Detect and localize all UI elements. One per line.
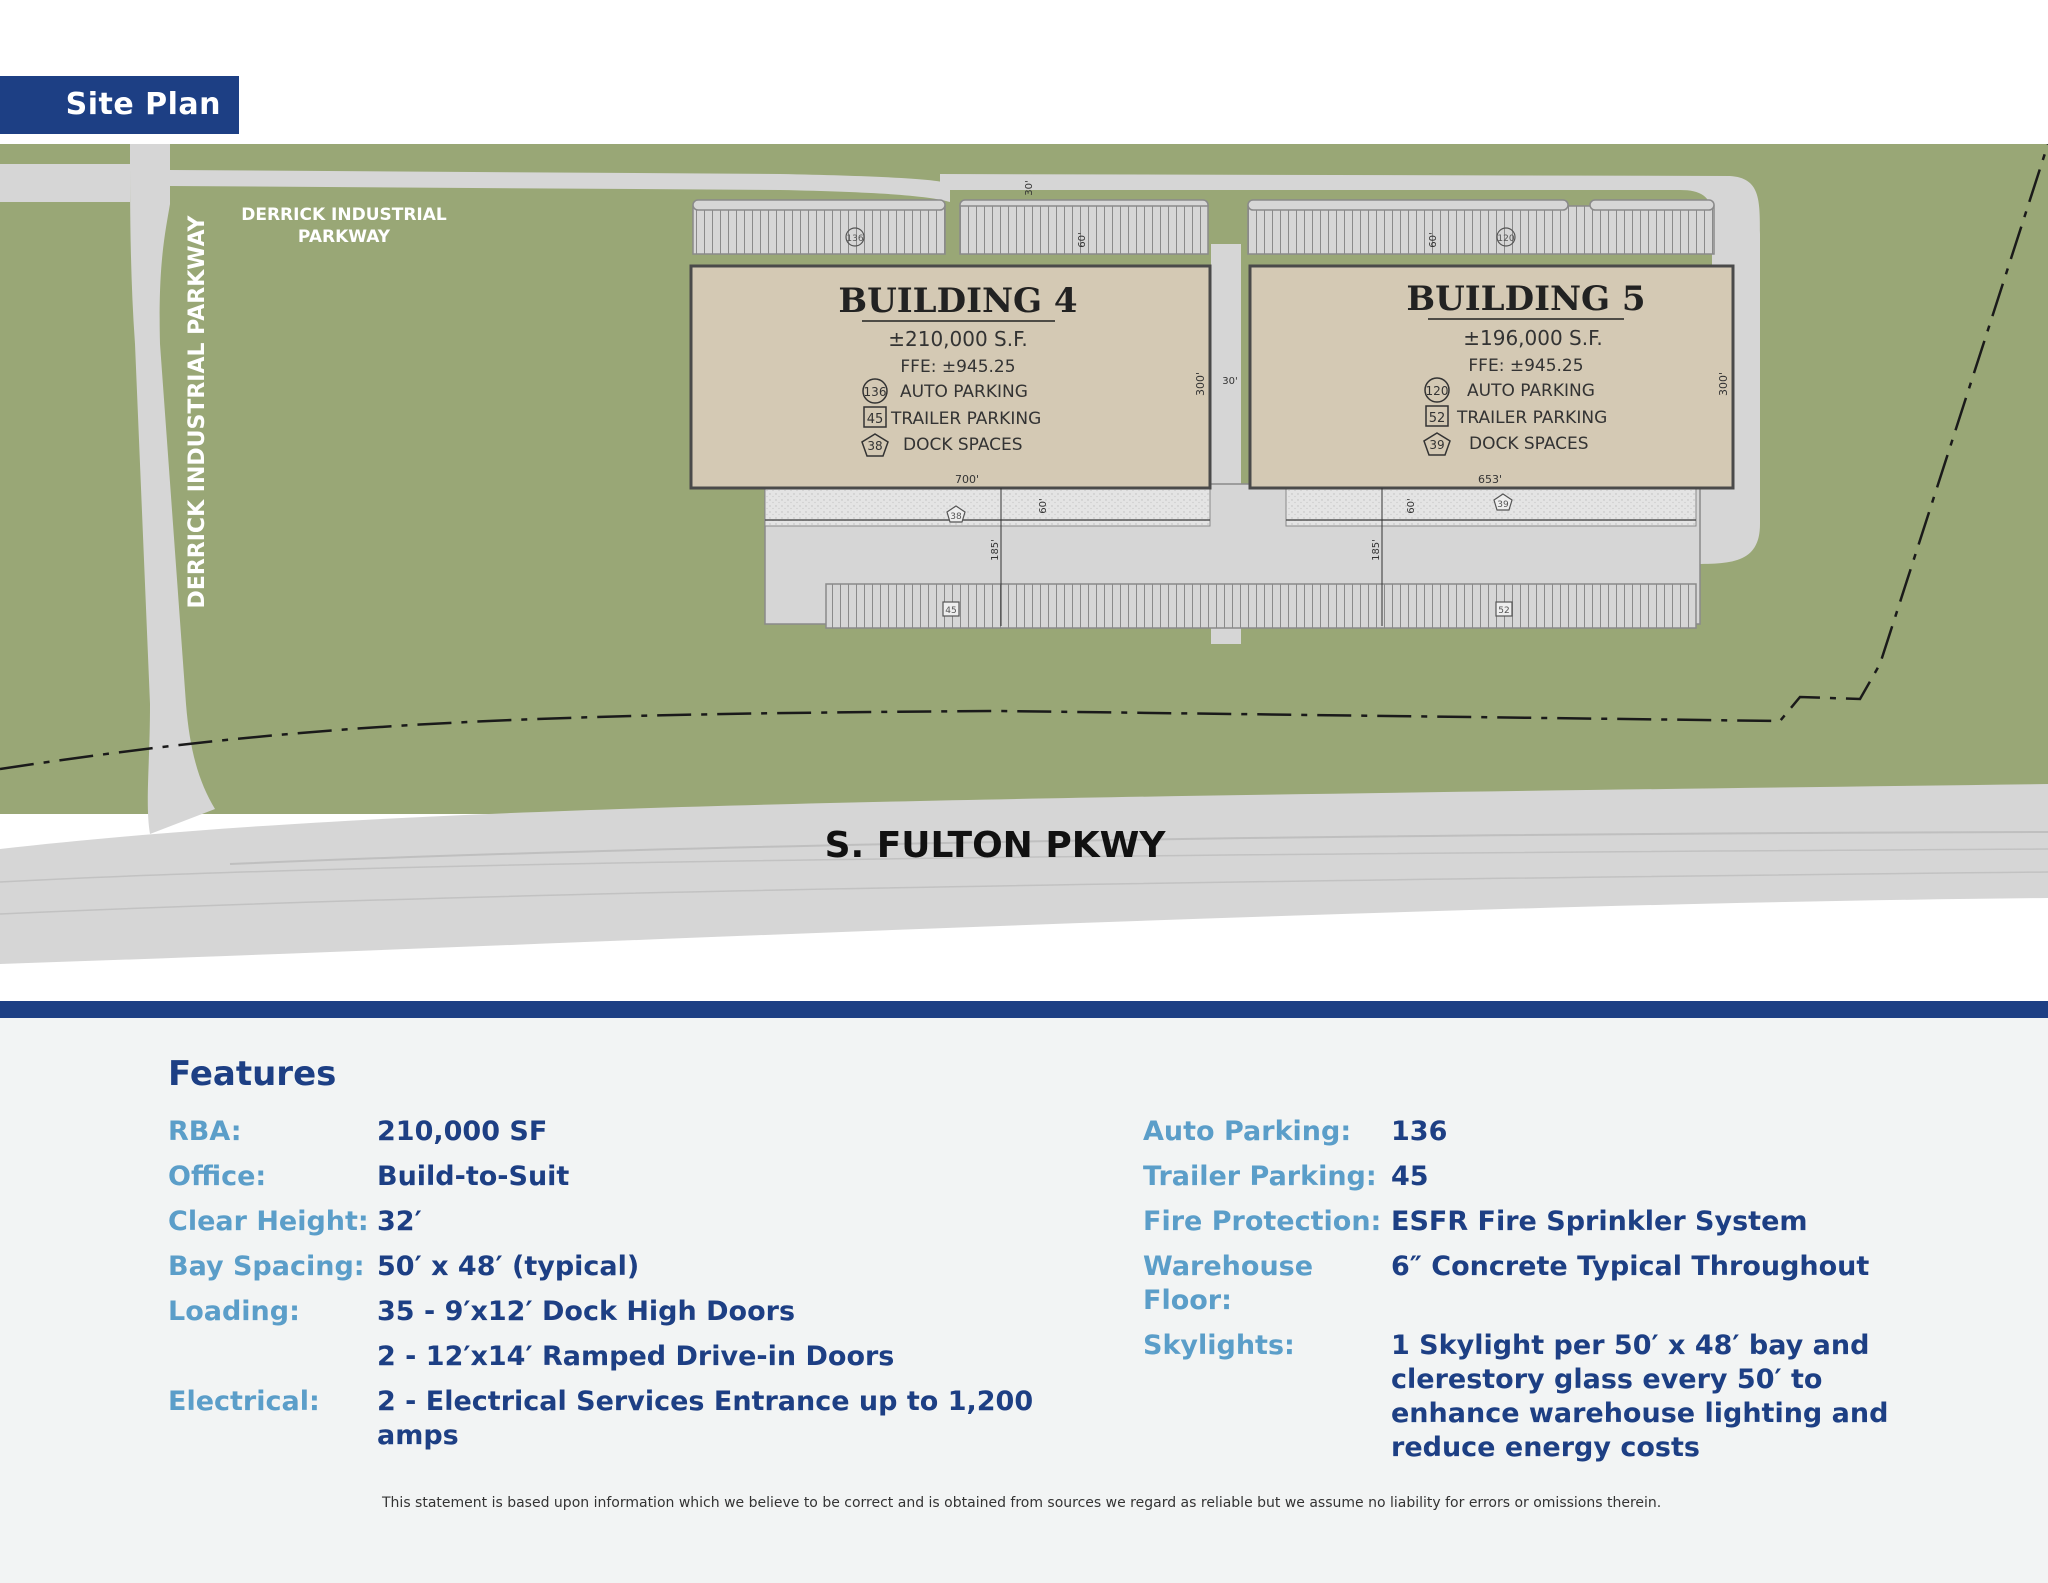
features-section: Features RBA: 210,000 SF Office: Build-t…	[0, 1018, 2048, 1583]
feature-label: Warehouse Floor:	[1143, 1251, 1314, 1316]
feature-label: Electrical:	[168, 1386, 320, 1417]
dock-4-marker-count: 38	[950, 512, 962, 522]
north-parking-lot-5	[1247, 205, 1715, 255]
dock-5-marker-count: 39	[1497, 500, 1509, 510]
building-4-auto-label: AUTO PARKING	[900, 382, 1028, 402]
feature-row: Auto Parking: 136	[1143, 1115, 1963, 1149]
building-4-title: BUILDING 4	[838, 281, 1077, 321]
features-left-column: RBA: 210,000 SF Office: Build-to-Suit Cl…	[168, 1115, 1068, 1464]
feature-label: Auto Parking:	[1143, 1116, 1352, 1147]
building-4-dock-count: 38	[867, 439, 882, 453]
features-title: Features	[168, 1054, 337, 1094]
building-4-front-dim: 60'	[1077, 232, 1088, 247]
site-plan-map: BUILDING 4 ±210,000 S.F. FFE: ±945.25 13…	[0, 144, 2048, 964]
feature-value: ESFR Fire Sprinkler System	[1391, 1206, 1808, 1237]
dock-spaces-icon	[861, 433, 889, 457]
feature-label: Loading:	[168, 1296, 300, 1327]
feature-row: Warehouse Floor: 6″ Concrete Typical Thr…	[1143, 1250, 1963, 1318]
feature-row: Skylights: 1 Skylight per 50′ x 48′ bay …	[1143, 1329, 1963, 1465]
building-5-ffe: FFE: ±945.25	[1468, 356, 1583, 376]
feature-value: 136	[1391, 1116, 1448, 1147]
feature-label: Skylights:	[1143, 1330, 1295, 1361]
auto-parking-icon	[1424, 377, 1450, 403]
building-5-auto-label: AUTO PARKING	[1467, 381, 1595, 401]
feature-label: RBA:	[168, 1116, 242, 1147]
feature-value: Build-to-Suit	[377, 1161, 570, 1192]
building-4-area: ±210,000 S.F.	[888, 327, 1028, 351]
building-5-area: ±196,000 S.F.	[1463, 326, 1603, 350]
s-fulton-pkwy-road	[0, 784, 2048, 964]
feature-label: Trailer Parking:	[1143, 1161, 1377, 1192]
derrick-parkway-vertical-label: DERRICK INDUSTRIAL PARKWAY	[185, 215, 210, 609]
building-4-width-dim: 700'	[955, 473, 979, 486]
derrick-parkway-top-label-line2: PARKWAY	[298, 227, 391, 247]
feature-row: Trailer Parking: 45	[1143, 1160, 1963, 1194]
building-4-trailer-label: TRAILER PARKING	[890, 409, 1041, 429]
building-4-trailer-count: 45	[867, 412, 884, 427]
section-divider-bar	[0, 1001, 2048, 1018]
features-right-column: Auto Parking: 136 Trailer Parking: 45 Fi…	[1143, 1115, 1963, 1476]
building-5-apron-dim: 60'	[1406, 498, 1417, 513]
building-4-apron-dim: 60'	[1038, 498, 1049, 513]
road-top-dim: 30'	[1024, 180, 1035, 195]
derrick-parkway-top-road	[0, 164, 130, 202]
building-5-title: BUILDING 5	[1406, 279, 1645, 319]
trailer-5-marker-count: 52	[1498, 606, 1509, 616]
north-parking-lot-4	[692, 205, 946, 255]
north-lot-4-count: 136	[846, 234, 863, 244]
derrick-parkway-top-label-line1: DERRICK INDUSTRIAL	[241, 205, 447, 225]
trailer-parking-icon	[1425, 405, 1449, 427]
feature-row: Office: Build-to-Suit	[168, 1160, 1068, 1194]
building-5-truck-dim: 185'	[1371, 539, 1382, 561]
building-5-depth-dim: 300'	[1717, 372, 1730, 396]
building-5-footprint	[1248, 264, 1735, 490]
auto-parking-icon	[862, 378, 888, 404]
building-5-width-dim: 653'	[1478, 473, 1502, 486]
north-lot-5-count: 120	[1497, 234, 1514, 244]
feature-value: 1 Skylight per 50′ x 48′ bay and clerest…	[1391, 1330, 1889, 1463]
dock-spaces-icon	[1423, 432, 1451, 456]
building-4-auto-count: 136	[864, 385, 887, 399]
s-fulton-pkwy-label: S. FULTON PKWY	[825, 825, 1167, 866]
feature-label: Fire Protection:	[1143, 1206, 1382, 1237]
feature-row: RBA: 210,000 SF	[168, 1115, 1068, 1149]
feature-label: Office:	[168, 1161, 267, 1192]
feature-value: 6″ Concrete Typical Throughout	[1391, 1251, 1870, 1282]
building-4-dock-label: DOCK SPACES	[903, 435, 1023, 455]
feature-row: Loading: 35 - 9′x12′ Dock High Doors	[168, 1295, 1068, 1329]
feature-value: 45	[1391, 1161, 1429, 1192]
building-5-dock-label: DOCK SPACES	[1469, 434, 1589, 454]
building-5-auto-count: 120	[1426, 384, 1449, 398]
building-4-footprint	[689, 264, 1212, 490]
building-5-trailer-label: TRAILER PARKING	[1456, 408, 1607, 428]
feature-row: Clear Height: 32′	[168, 1205, 1068, 1239]
trailer-4-marker-count: 45	[945, 606, 956, 616]
feature-value: 210,000 SF	[377, 1116, 548, 1147]
building-4-truck-dim: 185'	[990, 539, 1001, 561]
feature-row: Fire Protection: ESFR Fire Sprinkler Sys…	[1143, 1205, 1963, 1239]
trailer-parking-icon	[863, 406, 887, 428]
feature-value: 35 - 9′x12′ Dock High Doors	[377, 1296, 796, 1327]
feature-row: Electrical: 2 - Electrical Services Entr…	[168, 1385, 1068, 1453]
feature-row: Bay Spacing: 50′ x 48′ (typical)	[168, 1250, 1068, 1284]
building-5-front-dim: 60'	[1428, 232, 1439, 247]
building-5-trailer-count: 52	[1429, 411, 1446, 426]
feature-label: Bay Spacing:	[168, 1251, 365, 1282]
feature-value: 2 - Electrical Services Entrance up to 1…	[377, 1386, 1034, 1451]
feature-value: 2 - 12′x14′ Ramped Drive-in Doors	[377, 1341, 895, 1372]
building-5-dock-count: 39	[1429, 438, 1444, 452]
feature-label: Clear Height:	[168, 1206, 369, 1237]
feature-row: 2 - 12′x14′ Ramped Drive-in Doors	[168, 1340, 1068, 1374]
site-plan-tab: Site Plan	[0, 76, 239, 134]
trailer-parking-strip	[825, 583, 1697, 629]
feature-value: 50′ x 48′ (typical)	[377, 1251, 640, 1282]
property-boundary-line	[0, 144, 2048, 771]
building-4-depth-dim: 300'	[1194, 372, 1207, 396]
feature-value: 32′	[377, 1206, 422, 1237]
drive-gap-dim: 30'	[1222, 376, 1237, 387]
derrick-parkway-vertical-road	[130, 144, 215, 834]
building-4-ffe: FFE: ±945.25	[900, 357, 1015, 377]
disclaimer-text: This statement is based upon information…	[382, 1495, 1662, 1511]
